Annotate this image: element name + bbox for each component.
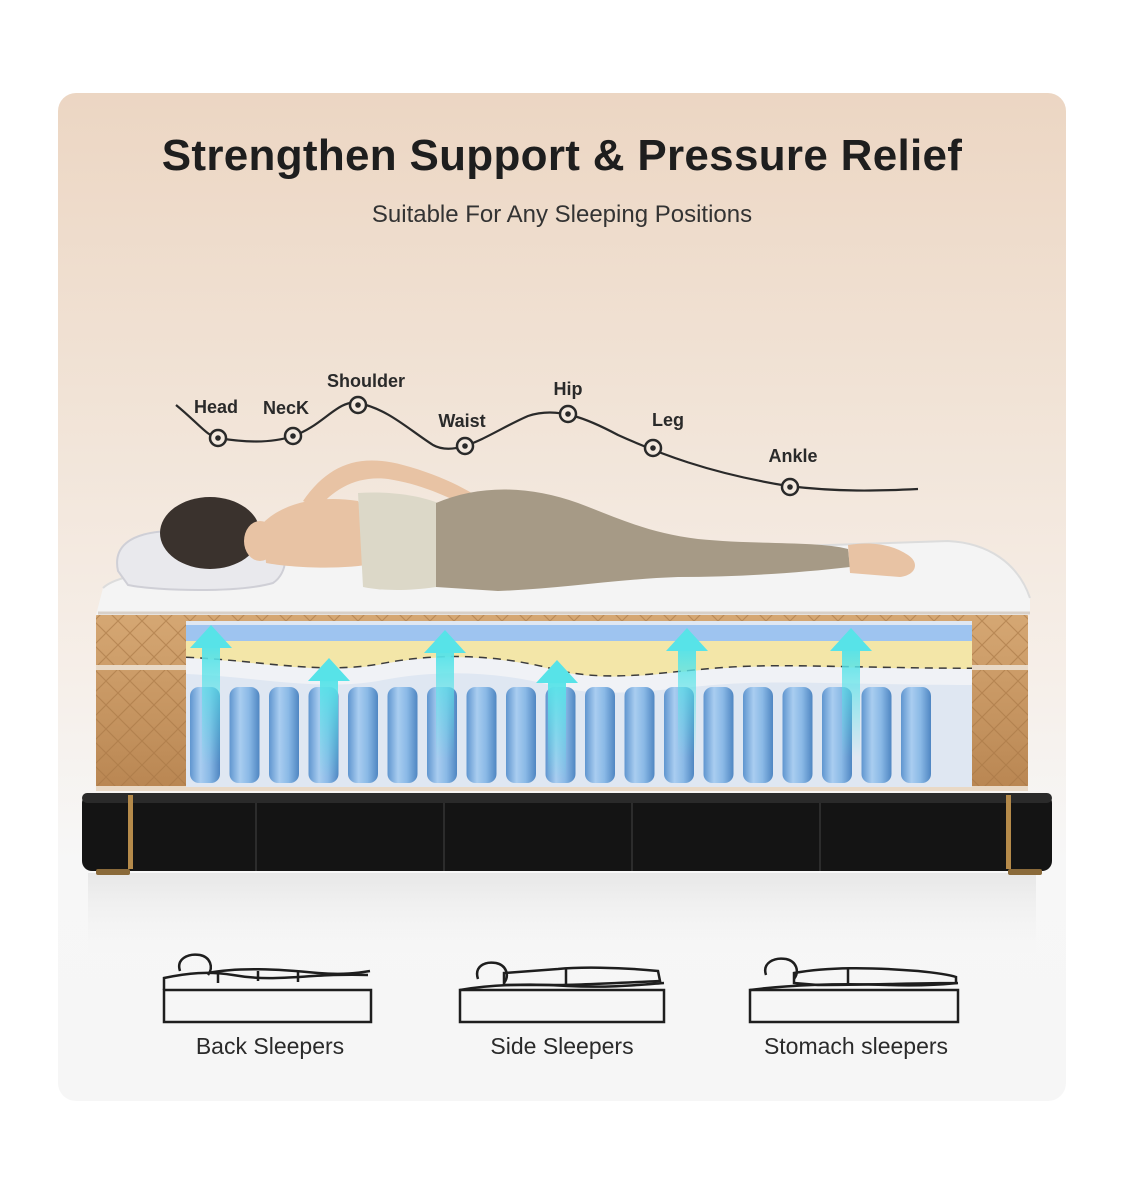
sleeper-figure [116,460,915,591]
point-label-shoulder: Shoulder [327,371,405,391]
coil [624,687,655,783]
point-label-leg: Leg [652,410,684,430]
stomach-sleeper-icon [748,957,960,1024]
pressure-arrow [308,658,350,777]
product-card: Strengthen Support & Pressure Relief Sui… [58,93,1066,1101]
coil [387,687,418,783]
support-foam-layer [186,657,972,693]
point-label-waist: Waist [438,411,485,431]
mattress-illustration: Head NecK Shoulder Waist Hip Leg Ankle [82,371,1052,1024]
sport-top [358,492,438,590]
coil [585,687,615,783]
pressure-arrow [536,660,578,779]
mattress-cutaway [185,621,973,787]
pocket-coils [190,687,931,783]
curve-point-neck [283,426,303,446]
comfort-foam-layer [186,641,972,677]
pressure-arrow [190,625,232,765]
pants [436,489,850,591]
floor-reflection [88,873,1036,963]
coil [466,687,497,783]
coil [901,687,931,783]
pressure-arrow [666,628,708,757]
point-label-ankle: Ankle [768,446,817,466]
curve-point-head [208,428,228,448]
coil [229,687,260,783]
side-sleeper-icon [458,961,666,1024]
back-sleeper-icon [162,953,373,1024]
coil [743,687,773,783]
coil [703,687,734,783]
point-label-hip: Hip [554,379,583,399]
curve-point-waist [455,436,475,456]
curve-point-ankle [780,477,800,497]
coil [861,687,892,783]
coil [782,687,813,783]
pressure-arrow [830,628,872,757]
page-title: Strengthen Support & Pressure Relief [161,131,963,180]
curve-point-leg [643,438,663,458]
curve-point-shoulder [348,395,368,415]
curve-point-hip [558,404,578,424]
position-label-back: Back Sleepers [195,1033,345,1059]
point-label-neck: NecK [263,398,309,418]
position-label-side: Side Sleepers [490,1033,634,1059]
position-label-stomach: Stomach sleepers [763,1033,949,1059]
coil [269,687,299,783]
pressure-arrows [190,625,872,779]
coil [348,687,378,783]
page-subtitle: Suitable For Any Sleeping Positions [371,201,753,228]
bed-base [82,793,1052,875]
point-label-head: Head [194,397,238,417]
coil [506,687,536,783]
pressure-arrow [424,630,466,759]
head [160,497,260,569]
